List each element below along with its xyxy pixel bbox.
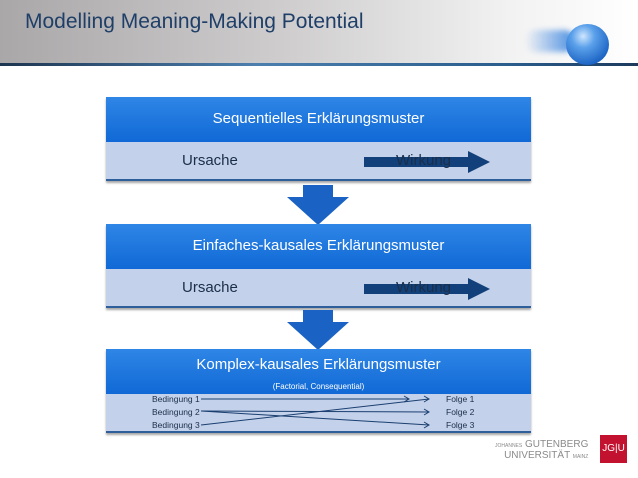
logo-line-1: GUTENBERG — [525, 439, 589, 450]
right-arrow-icon — [364, 151, 490, 173]
cause-label: Ursache — [182, 152, 238, 169]
down-arrow-icon — [287, 310, 349, 350]
complex-causal-pattern-box: Komplex-kausales Erklärungsmuster (Facto… — [106, 349, 531, 433]
cause-label: Ursache — [182, 279, 238, 296]
logo-small-1: JOHANNES — [495, 443, 523, 449]
condition-3: Bedingung 3 — [152, 420, 200, 430]
right-arrow-icon — [364, 278, 490, 300]
box-title: Komplex-kausales Erklärungsmuster — [196, 356, 441, 373]
consequence-3: Folge 3 — [446, 420, 475, 430]
effect-label: Wirkung — [396, 152, 452, 169]
consequence-1: Folge 1 — [446, 394, 475, 404]
down-arrow-icon — [287, 185, 349, 225]
causal-links — [200, 395, 430, 429]
simple-causal-pattern-box: Einfaches-kausales Erklärungsmuster Ursa… — [106, 224, 531, 308]
box-title: Einfaches-kausales Erklärungsmuster — [106, 224, 531, 269]
jgu-logo: JG|U — [600, 435, 627, 463]
condition-1: Bedingung 1 — [152, 394, 200, 404]
box-title: Sequentielles Erklärungsmuster — [106, 97, 531, 142]
page-title: Modelling Meaning-Making Potential — [25, 10, 364, 33]
university-logo-text: JOHANNES GUTENBERG UNIVERSITÄT MAINZ — [495, 440, 588, 462]
sphere-trail-decoration — [525, 30, 575, 52]
link-3-1 — [200, 398, 430, 426]
sphere-decoration — [566, 24, 609, 65]
logo-line-2: UNIVERSITÄT — [504, 450, 571, 461]
box-subtitle: (Factorial, Consequential) — [272, 382, 365, 391]
sequential-pattern-box: Sequentielles Erklärungsmuster Ursache W… — [106, 97, 531, 181]
header-rule — [0, 63, 638, 66]
consequence-2: Folge 2 — [446, 407, 475, 417]
effect-label: Wirkung — [396, 279, 452, 296]
condition-2: Bedingung 2 — [152, 407, 200, 417]
logo-small-2: MAINZ — [572, 454, 589, 460]
link-2-3 — [200, 410, 430, 426]
